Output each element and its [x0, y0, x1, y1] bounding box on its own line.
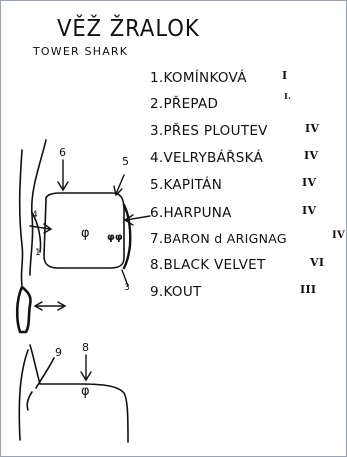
- rock-edge-left-inner: [20, 150, 23, 285]
- anchor-pair-icon: φφ: [107, 232, 123, 243]
- label-route-3: 3: [124, 283, 130, 293]
- label-route-8: 8: [82, 341, 89, 354]
- anchor-icon: φ: [81, 226, 90, 241]
- lower-left-edge: [19, 350, 28, 440]
- anchor-lower-icon: φ: [81, 384, 90, 399]
- lower-pillar: [17, 287, 30, 332]
- label-route-5: 5: [122, 155, 129, 168]
- tower-right-face: [124, 205, 130, 268]
- route-9-line-b: [27, 392, 32, 410]
- label-route-1: 1: [35, 248, 41, 258]
- label-route-4: 4: [32, 210, 38, 220]
- lower-edge: [30, 345, 128, 442]
- label-route-6: 6: [59, 146, 66, 159]
- label-route-9: 9: [55, 346, 62, 359]
